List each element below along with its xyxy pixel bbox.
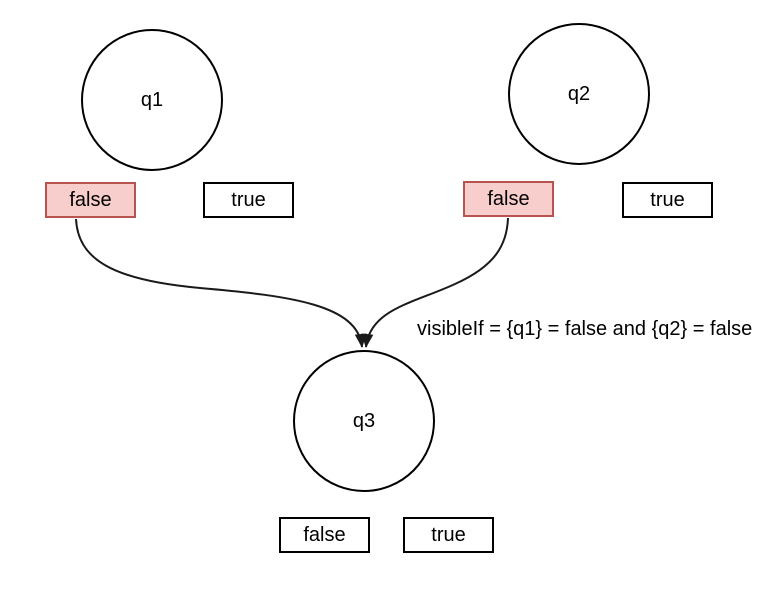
node-label: q1 bbox=[140, 88, 164, 111]
node-label: q2 bbox=[567, 82, 591, 105]
option-label: false bbox=[69, 188, 112, 211]
option-q1-true[interactable]: true bbox=[203, 182, 294, 218]
option-label: false bbox=[303, 523, 346, 546]
connector-q1-false-to-q3 bbox=[75, 218, 367, 348]
option-q1-false[interactable]: false bbox=[45, 182, 136, 218]
option-label: false bbox=[487, 187, 530, 210]
option-q3-false[interactable]: false bbox=[279, 517, 370, 553]
node-label: q3 bbox=[352, 409, 376, 432]
node-q1[interactable]: q1 bbox=[81, 29, 223, 171]
visibleif-annotation: visibleIf = {q1} = false and {q2} = fals… bbox=[417, 318, 753, 340]
option-q3-true[interactable]: true bbox=[403, 517, 494, 553]
option-label: true bbox=[431, 523, 466, 546]
option-q2-true[interactable]: true bbox=[622, 182, 713, 218]
option-label: true bbox=[650, 188, 685, 211]
option-q2-false[interactable]: false bbox=[463, 181, 554, 217]
node-q2[interactable]: q2 bbox=[508, 23, 650, 165]
option-label: true bbox=[231, 188, 266, 211]
node-q3[interactable]: q3 bbox=[293, 350, 435, 492]
